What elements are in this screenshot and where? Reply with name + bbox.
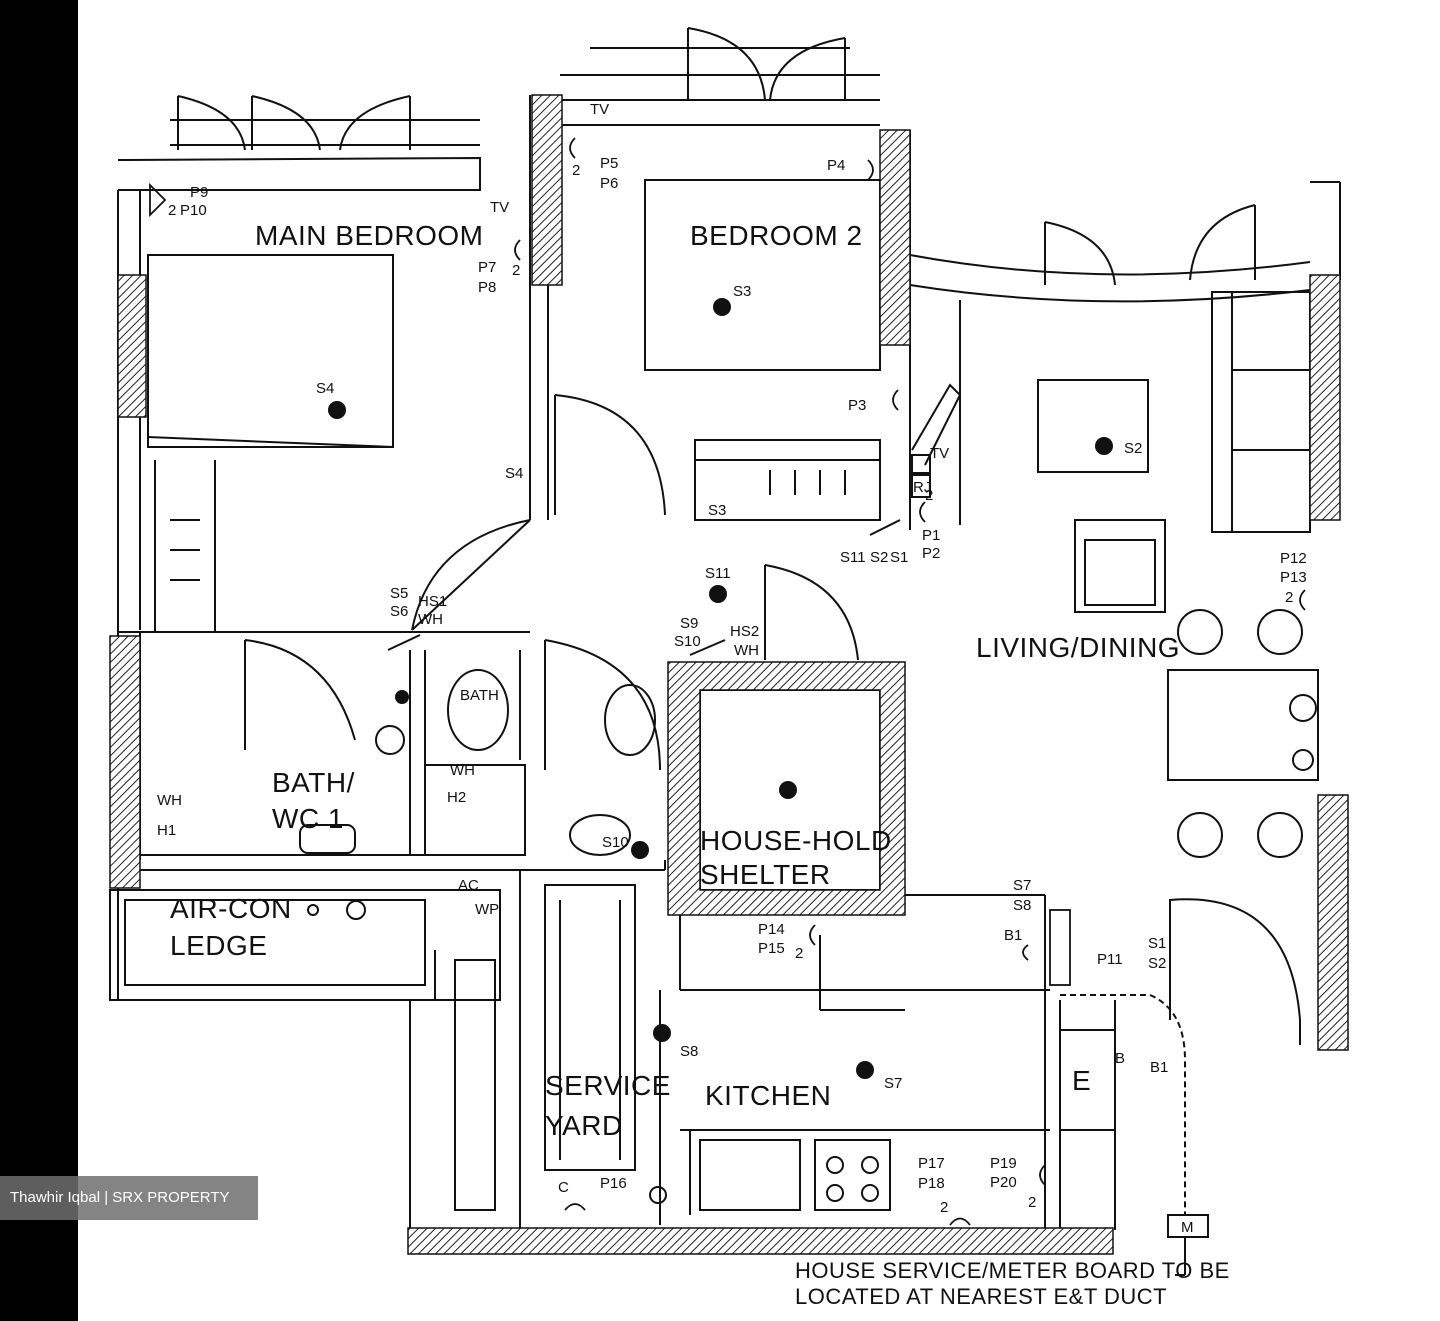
hatched-walls — [109, 94, 1349, 1255]
sym-h1: H1 — [157, 822, 176, 839]
sym-p10: P10 — [180, 202, 207, 219]
sym-p7: P7 — [478, 259, 496, 276]
sym-p3: P3 — [848, 397, 866, 414]
sym-two-p9: 2 — [168, 202, 176, 219]
sym-b: B — [1115, 1050, 1125, 1067]
sym-s11-switch: S11 — [840, 549, 866, 566]
sym-s4b: S4 — [505, 465, 523, 482]
sym-s2-switch: S2 — [870, 549, 888, 566]
sym-p17: P17 — [918, 1155, 945, 1172]
sym-p2: P2 — [922, 545, 940, 562]
sym-wh2: WH — [734, 642, 759, 659]
sym-p14: P14 — [758, 921, 785, 938]
sym-p9: P9 — [190, 184, 208, 201]
sym-s6: S6 — [390, 603, 408, 620]
sym-p6: P6 — [600, 175, 618, 192]
outlet-symbols — [149, 137, 1306, 1226]
sym-p8: P8 — [478, 279, 496, 296]
label-service-yard-line2: YARD — [545, 1110, 623, 1141]
living-windows — [909, 181, 1341, 303]
sym-p5: P5 — [600, 155, 618, 172]
note-meter-line2: LOCATED AT NEAREST E&T DUCT — [795, 1284, 1167, 1309]
sym-s1-switch: S1 — [890, 549, 908, 566]
sym-wh1: WH — [418, 611, 443, 628]
walls — [109, 95, 1319, 1276]
sym-s2a: S2 — [1124, 440, 1142, 457]
label-bath-wc-1-line2: WC 1 — [272, 803, 344, 834]
label-household-shelter-line1: HOUSE-HOLD — [700, 825, 892, 856]
sym-s10-light: S10 — [602, 834, 629, 851]
sym-s3b: S3 — [708, 502, 726, 519]
sym-two-p1: 2 — [925, 487, 933, 504]
label-service-yard-line1: SERVICE — [545, 1070, 671, 1101]
sym-s1b: S1 — [1148, 935, 1166, 952]
sym-b1a: B1 — [1004, 927, 1022, 944]
sym-s4a: S4 — [316, 380, 334, 397]
left-black-bar — [0, 0, 78, 1321]
sym-p12: P12 — [1280, 550, 1307, 567]
label-household-shelter-line2: SHELTER — [700, 859, 831, 890]
label-living-dining: LIVING/DINING — [976, 632, 1180, 663]
label-aircon-ledge-line2: LEDGE — [170, 930, 267, 961]
sym-p13: P13 — [1280, 569, 1307, 586]
sym-p4: P4 — [827, 157, 845, 174]
label-e-room: E — [1072, 1065, 1091, 1096]
sym-tv-main: TV — [490, 199, 509, 216]
sym-wh-h1: WH — [157, 792, 182, 809]
sym-ac: AC — [458, 877, 479, 894]
sym-two-p19: 2 — [1028, 1194, 1036, 1211]
sym-p16: P16 — [600, 1175, 627, 1192]
sym-h2: H2 — [447, 789, 466, 806]
sym-s11: S11 — [705, 565, 731, 582]
sym-b1b: B1 — [1150, 1059, 1168, 1076]
label-bath-wc-1-line1: BATH/ — [272, 767, 355, 798]
sym-p1: P1 — [922, 527, 940, 544]
note-meter-line1: HOUSE SERVICE/METER BOARD TO BE — [795, 1258, 1230, 1283]
sym-p19: P19 — [990, 1155, 1017, 1172]
room-labels: MAIN BEDROOM BEDROOM 2 LIVING/DINING BAT… — [170, 220, 1180, 1141]
sym-hs1: HS1 — [418, 593, 447, 610]
label-aircon-ledge-line1: AIR-CON — [170, 893, 292, 924]
sym-s8: S8 — [680, 1043, 698, 1060]
sym-s8a: S8 — [1013, 897, 1031, 914]
bedroom-2-windows — [560, 27, 880, 126]
sym-two-p17: 2 — [940, 1199, 948, 1216]
watermark: Thawhir Iqbal | SRX PROPERTY — [0, 1176, 258, 1220]
electrical-labels: P9 P10 2 TV P7 P8 2 TV 2 P5 P6 P4 S3 S4 … — [157, 101, 1307, 1236]
sym-s7a: S7 — [1013, 877, 1031, 894]
sym-hs2: HS2 — [730, 623, 759, 640]
sym-p18: P18 — [918, 1175, 945, 1192]
sym-s3a: S3 — [733, 283, 751, 300]
meter-note: HOUSE SERVICE/METER BOARD TO BE LOCATED … — [795, 1258, 1230, 1309]
sym-two-p14: 2 — [795, 945, 803, 962]
sym-tv-bed2: TV — [590, 101, 609, 118]
label-bath: BATH — [460, 687, 499, 704]
sym-p20: P20 — [990, 1174, 1017, 1191]
sym-p15: P15 — [758, 940, 785, 957]
sym-rj: RJ — [913, 479, 931, 496]
sym-m: M — [1181, 1219, 1194, 1236]
sym-p11: P11 — [1097, 951, 1123, 968]
label-main-bedroom: MAIN BEDROOM — [255, 220, 483, 251]
label-bedroom-2: BEDROOM 2 — [690, 220, 863, 251]
main-bedroom-windows — [117, 95, 481, 191]
light-points — [328, 298, 1113, 1079]
label-kitchen: KITCHEN — [705, 1080, 831, 1111]
sym-s5: S5 — [390, 585, 408, 602]
sym-s7: S7 — [884, 1075, 902, 1092]
sym-c: C — [558, 1179, 569, 1196]
sym-tv-living: TV — [930, 445, 949, 462]
sym-s9: S9 — [680, 615, 698, 632]
sym-two-p12: 2 — [1285, 589, 1293, 606]
sym-wp: WP — [475, 901, 499, 918]
sym-two-p5: 2 — [572, 162, 580, 179]
sym-s2b: S2 — [1148, 955, 1166, 972]
sym-two-p7: 2 — [512, 262, 520, 279]
sym-s10: S10 — [674, 633, 701, 650]
sym-wh-h2: WH — [450, 762, 475, 779]
